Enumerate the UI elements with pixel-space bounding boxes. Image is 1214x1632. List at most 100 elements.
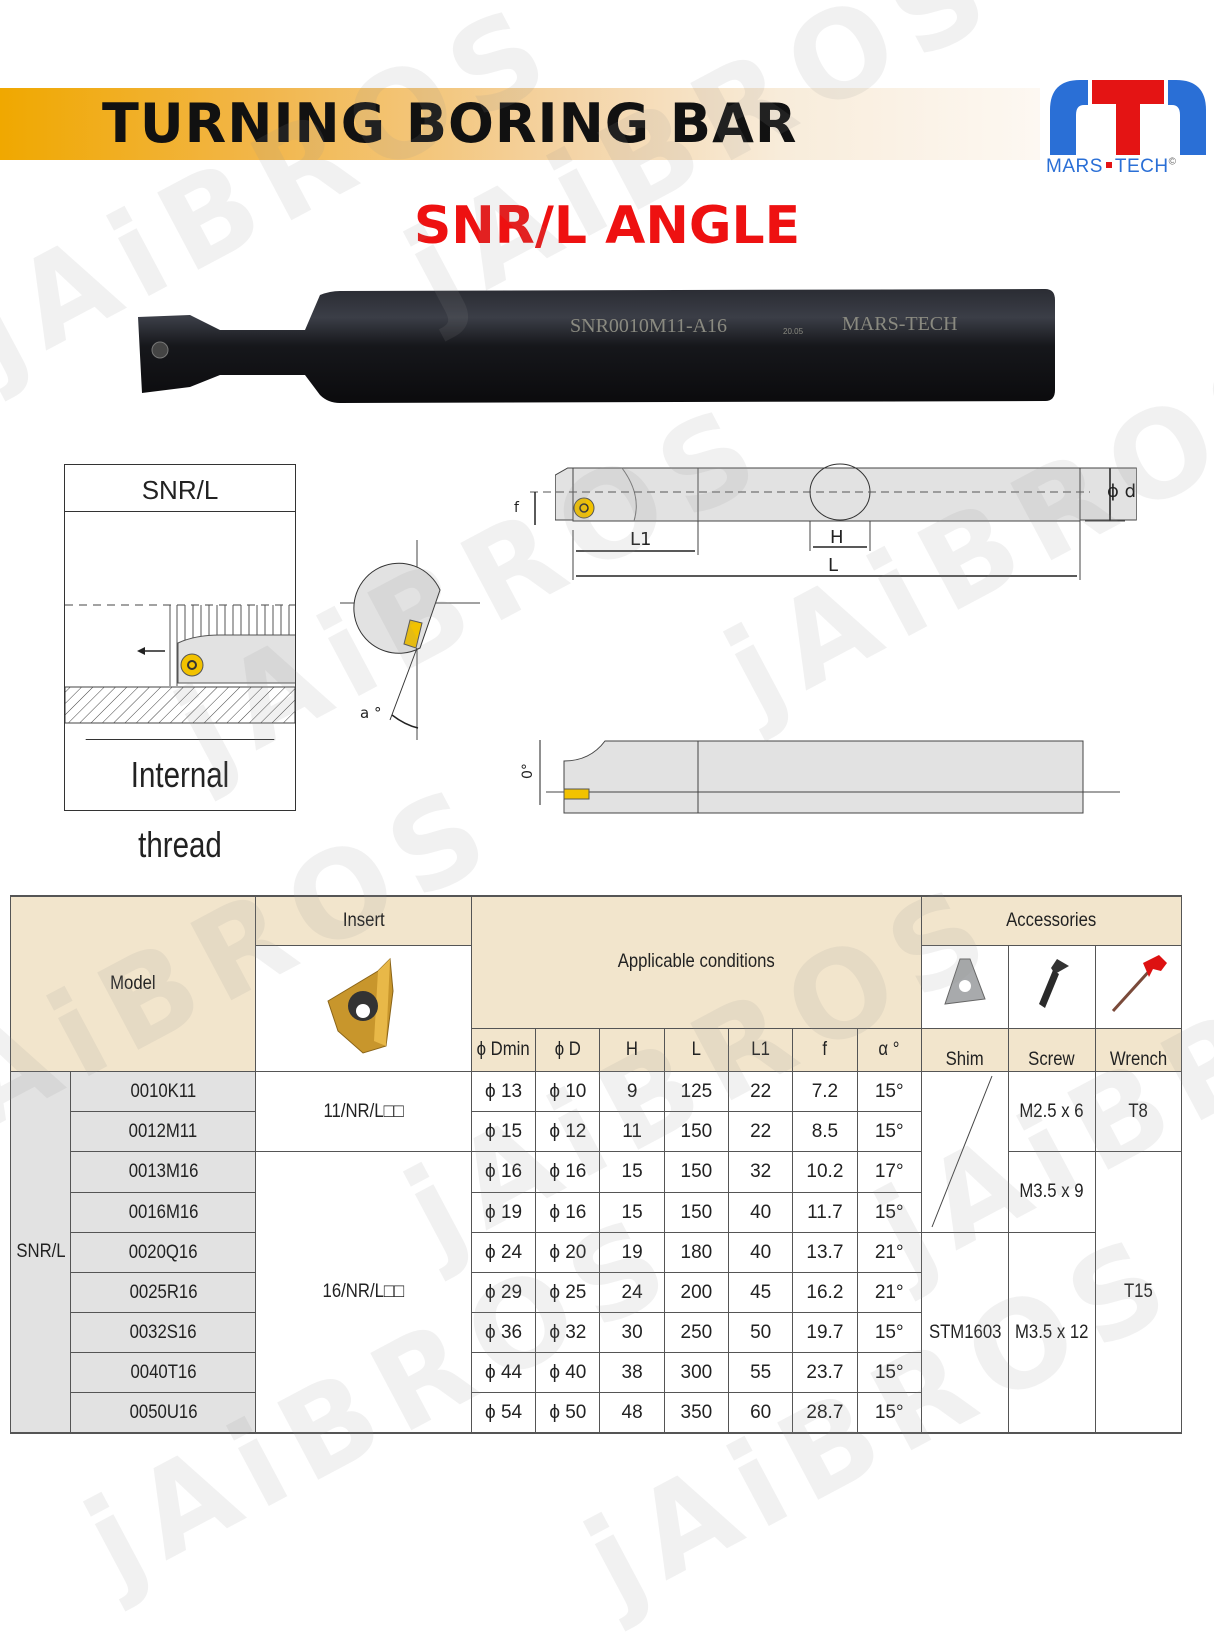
svg-text:20.05: 20.05 (783, 327, 804, 336)
header-accessories: Accessories (920, 895, 1183, 946)
col-wrench: Wrench (1094, 1027, 1183, 1073)
application-diagram-caption: Internal thread (85, 739, 275, 865)
h-cell: 30 (599, 1312, 665, 1353)
angle-diagram: a ° (340, 540, 480, 740)
alpha-cell: 15° (856, 1192, 922, 1233)
l1-cell: 50 (728, 1312, 794, 1353)
l-cell: 350 (663, 1392, 730, 1434)
dmin-cell: ϕ 29 (470, 1272, 537, 1313)
alpha-cell: 15° (856, 1071, 922, 1112)
d-cell: ϕ 10 (535, 1071, 601, 1112)
l-cell: 200 (663, 1272, 730, 1313)
dmin-cell: ϕ 24 (470, 1232, 537, 1273)
header-band (0, 88, 1040, 160)
alpha-cell: 15° (856, 1392, 922, 1434)
shim-cell: STM1603 (920, 1232, 1010, 1434)
model-cell: 0050U16 (70, 1392, 257, 1434)
d-cell: ϕ 16 (535, 1151, 601, 1193)
l1-cell: 22 (728, 1071, 794, 1112)
h-cell: 38 (599, 1352, 665, 1393)
model-cell: 0020Q16 (70, 1232, 257, 1273)
f-cell: 7.2 (792, 1071, 858, 1112)
model-cell: 0040T16 (70, 1352, 257, 1393)
d-cell: ϕ 12 (535, 1111, 601, 1152)
dmin-cell: ϕ 36 (470, 1312, 537, 1353)
page-subtitle: SNR/L ANGLE (413, 196, 801, 256)
table-row: 0032S16 ϕ 36 ϕ 32 30 250 50 19.7 15° (11, 1312, 1182, 1353)
h-cell: 9 (599, 1071, 665, 1112)
svg-text:ϕ d: ϕ d (1107, 481, 1136, 502)
l-cell: 150 (663, 1192, 730, 1233)
svg-text:f: f (514, 500, 520, 516)
h-cell: 48 (599, 1392, 665, 1434)
model-cell: 0012M11 (70, 1111, 257, 1152)
application-diagram: SNR/L Internal thread (64, 464, 296, 865)
screw-icon (1038, 958, 1069, 1008)
page-title: TURNING BORING BAR (102, 92, 798, 155)
d-cell: ϕ 50 (535, 1392, 601, 1434)
model-cell: 0013M16 (70, 1151, 257, 1193)
f-cell: 23.7 (792, 1352, 858, 1393)
svg-text:a °: a ° (360, 704, 381, 722)
header-applicable-conditions: Applicable conditions (470, 895, 922, 1029)
col-screw: Screw (1008, 1027, 1096, 1073)
insert-image (255, 945, 472, 1072)
table-row: 0050U16 ϕ 54 ϕ 50 48 350 60 28.7 15° (11, 1392, 1182, 1434)
l-cell: 150 (663, 1151, 730, 1193)
f-cell: 28.7 (792, 1392, 858, 1434)
col-dmin: ϕ Dmin (470, 1027, 537, 1073)
model-cell: 0025R16 (70, 1272, 257, 1313)
dmin-cell: ϕ 16 (470, 1151, 537, 1193)
wrench-icon (1112, 954, 1168, 1012)
svg-text:SNR0010M11-A16: SNR0010M11-A16 (570, 315, 727, 337)
dimension-diagram-side: 0° (520, 740, 1120, 814)
h-cell: 24 (599, 1272, 665, 1313)
table-row: 0040T16 ϕ 44 ϕ 40 38 300 55 23.7 15° (11, 1352, 1182, 1393)
screw-cell: M3.5 x 12 (1008, 1232, 1096, 1434)
col-l: L (663, 1027, 730, 1073)
dimension-diagram-top: f L1 H L ϕ d (514, 463, 1137, 580)
alpha-cell: 17° (856, 1151, 922, 1193)
h-cell: 15 (599, 1151, 665, 1193)
dmin-cell: ϕ 19 (470, 1192, 537, 1233)
col-f: f (792, 1027, 858, 1073)
model-cell: 0010K11 (70, 1071, 257, 1112)
dmin-cell: ϕ 15 (470, 1111, 537, 1152)
f-cell: 10.2 (792, 1151, 858, 1193)
insert-cell: 16/NR/L□□ (255, 1151, 472, 1434)
alpha-cell: 21° (856, 1272, 922, 1313)
f-cell: 19.7 (792, 1312, 858, 1353)
thread-insert-icon (327, 957, 394, 1054)
col-d: ϕ D (535, 1027, 601, 1073)
wrench-cell: T8 (1094, 1071, 1183, 1152)
h-cell: 19 (599, 1232, 665, 1273)
shim-icon (944, 958, 986, 1005)
svg-text:H: H (830, 527, 844, 548)
f-cell: 13.7 (792, 1232, 858, 1273)
svg-text:L1: L1 (630, 529, 651, 550)
model-cell: 0016M16 (70, 1192, 257, 1233)
alpha-cell: 15° (856, 1352, 922, 1393)
alpha-cell: 21° (856, 1232, 922, 1273)
h-cell: 15 (599, 1192, 665, 1233)
svg-text:MARS-TECH: MARS-TECH (842, 313, 958, 335)
col-shim: Shim (920, 1027, 1010, 1073)
wrench-cell: T15 (1094, 1151, 1183, 1434)
shim-image (920, 945, 1010, 1029)
l1-cell: 40 (728, 1192, 794, 1233)
l1-cell: 45 (728, 1272, 794, 1313)
svg-text:0°: 0° (520, 763, 536, 779)
f-cell: 8.5 (792, 1111, 858, 1152)
shim-cell-none (920, 1071, 1010, 1233)
internal-thread-illustration (65, 604, 295, 724)
insert-cell: 11/NR/L□□ (255, 1071, 472, 1152)
l1-cell: 22 (728, 1111, 794, 1152)
l1-cell: 60 (728, 1392, 794, 1434)
header-model: Model (9, 895, 257, 1072)
f-cell: 11.7 (792, 1192, 858, 1233)
model-cell: 0032S16 (70, 1312, 257, 1353)
not-applicable-slash-icon (931, 1075, 993, 1228)
table-row: SNR/L 0010K11 11/NR/L□□ ϕ 13 ϕ 10 9 125 … (9, 1071, 1183, 1434)
header-insert: Insert (255, 895, 472, 946)
